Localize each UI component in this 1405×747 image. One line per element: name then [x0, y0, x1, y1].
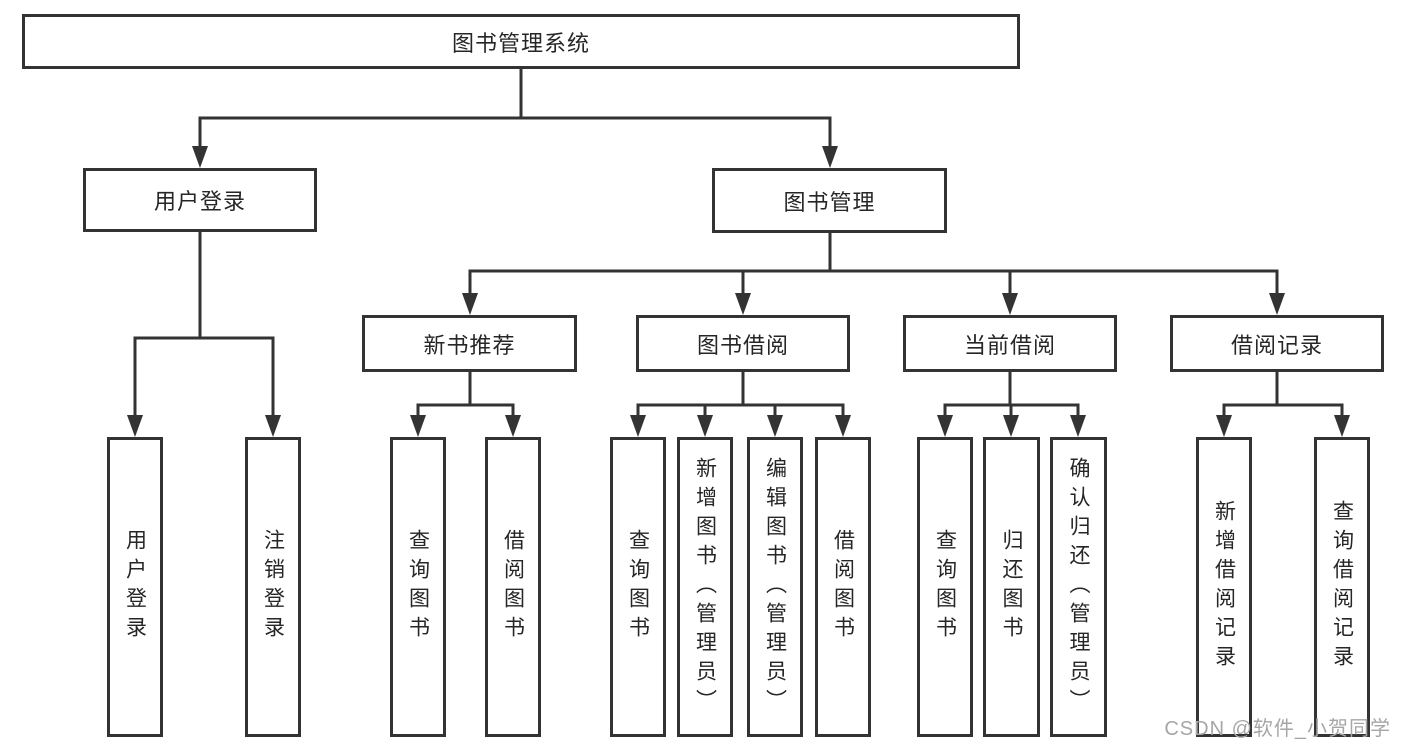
- node-leaf-borrow-books-1-label: 借阅图书: [501, 529, 525, 645]
- node-book-management-label: 图书管理: [783, 189, 876, 215]
- connector-new-book-recommendation-to-leaves: [410, 372, 521, 437]
- arrow-down-icon: [767, 415, 783, 437]
- node-new-book-recommendation-label: 新书推荐: [423, 332, 516, 358]
- node-leaf-confirm-return-admin-label: 确认归还（管理员）: [1067, 456, 1090, 718]
- node-leaf-add-borrow-record: 新增借阅记录: [1196, 437, 1252, 737]
- node-leaf-logout: 注销登录: [245, 437, 301, 737]
- connector-book-management-to-level3: [462, 232, 1285, 315]
- connector-root-to-level2: [192, 68, 838, 168]
- arrow-down-icon: [1269, 293, 1285, 315]
- connector-user-login-to-leaves: [127, 232, 281, 437]
- node-leaf-logout-label: 注销登录: [261, 529, 285, 645]
- arrow-down-icon: [1216, 415, 1232, 437]
- node-leaf-add-book-admin: 新增图书（管理员）: [677, 437, 733, 737]
- node-leaf-edit-book-admin: 编辑图书（管理员）: [747, 437, 803, 737]
- node-leaf-borrow-books-2: 借阅图书: [815, 437, 871, 737]
- arrow-down-icon: [1002, 293, 1018, 315]
- arrow-down-icon: [1070, 415, 1086, 437]
- arrow-down-icon: [630, 415, 646, 437]
- node-leaf-add-borrow-record-label: 新增借阅记录: [1212, 500, 1236, 674]
- arrow-down-icon: [697, 415, 713, 437]
- connector-borrowing-records-to-leaves: [1216, 372, 1350, 437]
- node-leaf-query-books-1: 查询图书: [390, 437, 446, 737]
- arrow-down-icon: [265, 415, 281, 437]
- node-leaf-query-borrow-record-label: 查询借阅记录: [1330, 500, 1354, 674]
- node-leaf-query-books-3-label: 查询图书: [933, 529, 957, 645]
- node-book-borrowing-label: 图书借阅: [696, 332, 789, 358]
- arrow-down-icon: [937, 415, 953, 437]
- arrow-down-icon: [822, 146, 838, 168]
- node-current-borrowing-label: 当前借阅: [963, 332, 1056, 358]
- node-borrowing-records: 借阅记录: [1170, 315, 1384, 372]
- arrow-down-icon: [835, 415, 851, 437]
- node-leaf-add-book-admin-label: 新增图书（管理员）: [693, 456, 717, 718]
- connector-book-borrowing-to-leaves: [630, 372, 851, 437]
- node-leaf-borrow-books-1: 借阅图书: [485, 437, 541, 737]
- arrow-down-icon: [462, 293, 478, 315]
- node-user-login-label: 用户登录: [153, 189, 246, 214]
- node-leaf-confirm-return-admin: 确认归还（管理员）: [1050, 437, 1107, 737]
- node-leaf-user-login-label: 用户登录: [123, 529, 147, 645]
- arrow-down-icon: [1334, 415, 1350, 437]
- arrow-down-icon: [410, 415, 426, 437]
- arrow-down-icon: [192, 146, 208, 168]
- arrow-down-icon: [127, 415, 143, 437]
- node-root-label: 图书管理系统: [451, 30, 590, 56]
- node-leaf-query-books-1-label: 查询图书: [406, 529, 430, 645]
- node-leaf-query-books-2: 查询图书: [610, 437, 666, 737]
- node-book-management: 图书管理: [712, 168, 947, 233]
- node-leaf-edit-book-admin-label: 编辑图书（管理员）: [763, 456, 787, 718]
- node-current-borrowing: 当前借阅: [903, 315, 1117, 372]
- arrow-down-icon: [505, 415, 521, 437]
- node-borrowing-records-label: 借阅记录: [1230, 332, 1323, 358]
- arrow-down-icon: [1003, 415, 1019, 437]
- node-leaf-return-books-label: 归还图书: [1000, 529, 1023, 645]
- node-leaf-user-login: 用户登录: [107, 437, 163, 737]
- node-leaf-query-books-3: 查询图书: [917, 437, 973, 737]
- node-leaf-query-borrow-record: 查询借阅记录: [1314, 437, 1370, 737]
- node-leaf-borrow-books-2-label: 借阅图书: [831, 529, 855, 645]
- csdn-watermark: CSDN @软件_小贺同学: [1164, 718, 1391, 740]
- node-leaf-query-books-2-label: 查询图书: [626, 529, 650, 645]
- node-root: 图书管理系统: [22, 14, 1020, 69]
- connector-current-borrowing-to-leaves: [937, 372, 1086, 437]
- arrow-down-icon: [735, 293, 751, 315]
- node-leaf-return-books: 归还图书: [983, 437, 1040, 737]
- node-book-borrowing: 图书借阅: [636, 315, 850, 372]
- node-new-book-recommendation: 新书推荐: [362, 315, 577, 372]
- node-user-login: 用户登录: [83, 168, 317, 232]
